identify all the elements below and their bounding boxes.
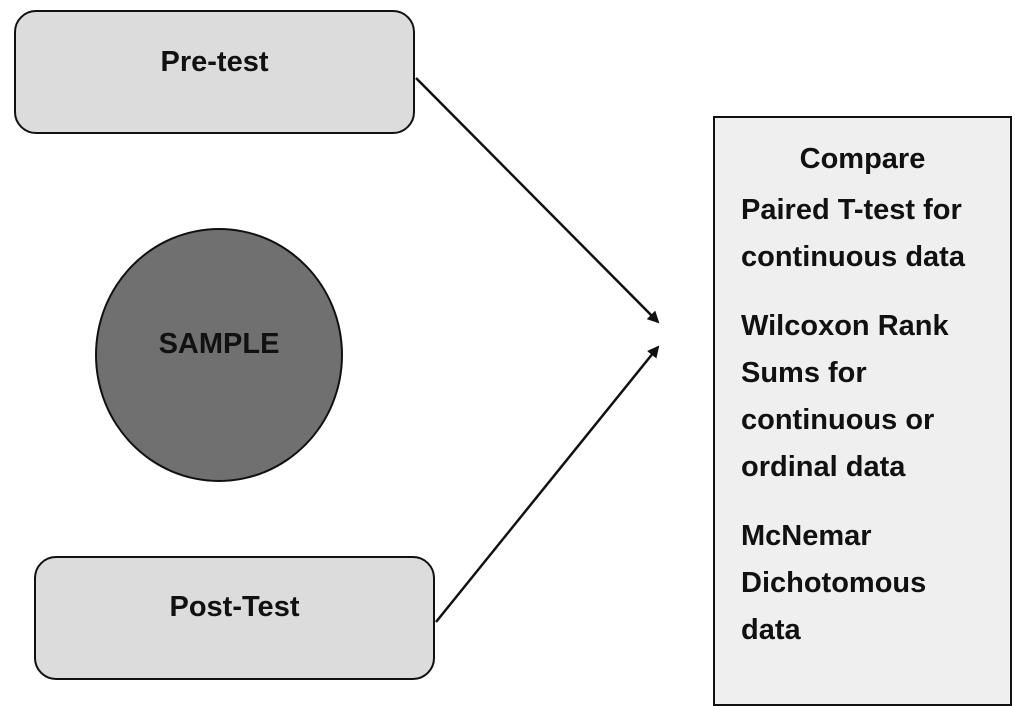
sample-circle: SAMPLE (95, 228, 343, 482)
pre-test-box: Pre-test (14, 10, 415, 134)
post-test-arrow (435, 345, 660, 623)
compare-title: Compare (799, 143, 926, 175)
pre-test-label: Pre-test (160, 45, 269, 78)
post-test-box: Post-Test (34, 556, 435, 680)
method-wilcoxon: Wilcoxon Rank Sums for continuous or ord… (741, 310, 949, 483)
method-mcnemar: McNemar Dichotomous data (741, 520, 927, 646)
pre-test-arrow (415, 77, 660, 324)
post-test-label: Post-Test (169, 590, 300, 623)
method-paired-t-test: Paired T-test for continuous data (741, 194, 965, 273)
sample-label: SAMPLE (158, 327, 280, 360)
compare-panel: Compare Paired T-test for continuous dat… (713, 116, 1012, 706)
